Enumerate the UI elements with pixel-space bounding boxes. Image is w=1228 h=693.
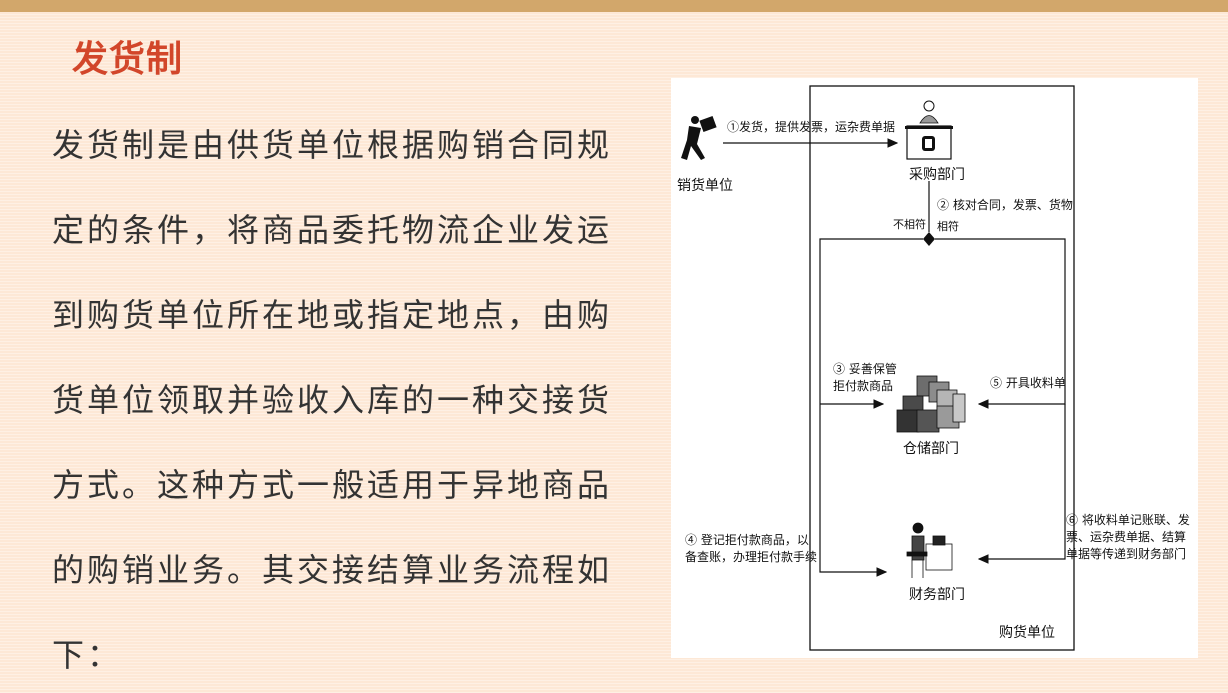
step4-label: ④ 登记拒付款商品，以 备查账，办理拒付款手续 [685,533,818,564]
step6-arrow [977,404,1066,564]
settlement-flow-diagram: 销货单位 ①发货，提供发票，运杂费单据 采购部门 ② 核对合同，发票、货物 相符… [671,78,1198,658]
step6-label: ⑥ 将收料单记账联、发 票、运杂费单据、结算 单据等传递到财务部门 [1066,513,1190,561]
finance-clerk-icon [906,522,953,578]
top-accent-bar [0,0,1228,12]
mismatch-path [819,238,923,577]
seller-label: 销货单位 [677,178,733,194]
decision-diamond [923,232,935,246]
buyer-boundary [809,85,1075,651]
step1-label: ①发货，提供发票，运杂费单据 [727,120,896,134]
body-line: 方式。这种方式一般适用于异地商品 [52,466,613,504]
body-line: 到购货单位所在地或指定地点，由购 [52,296,613,334]
body-line: 发货制是由供货单位根据购销合同规 [52,126,613,164]
match-label: 相符 [937,220,959,233]
diagram-graphics [681,85,1075,651]
body-paragraph: 发货制是由供货单位根据购销合同规 定的条件，将商品委托物流企业发运 到购货单位所… [52,126,613,674]
buyer-label: 购货单位 [999,625,1055,641]
body-line: 的购销业务。其交接结算业务流程如 [52,551,613,589]
match-path-step5 [935,238,1066,409]
step2-label: ② 核对合同，发票、货物 [937,198,1073,212]
procurement-clerk-icon [905,100,953,160]
warehouse-label: 仓储部门 [903,441,959,457]
step5-label: ⑤ 开具收料单 [990,376,1066,390]
body-line: 货单位领取并验收入库的一种交接货 [52,381,613,419]
body-line: 定的条件，将商品委托物流企业发运 [52,211,613,249]
step3-label: ③ 妥善保管 拒付款商品 [833,362,897,393]
body-line: 下： [52,636,123,674]
warehouse-boxes-icon [896,375,966,433]
seller-person-icon [681,115,717,160]
finance-label: 财务部门 [909,587,965,603]
mismatch-label: 不相符 [893,218,926,231]
procurement-label: 采购部门 [909,167,965,183]
slide-title: 发货制 [72,39,184,80]
